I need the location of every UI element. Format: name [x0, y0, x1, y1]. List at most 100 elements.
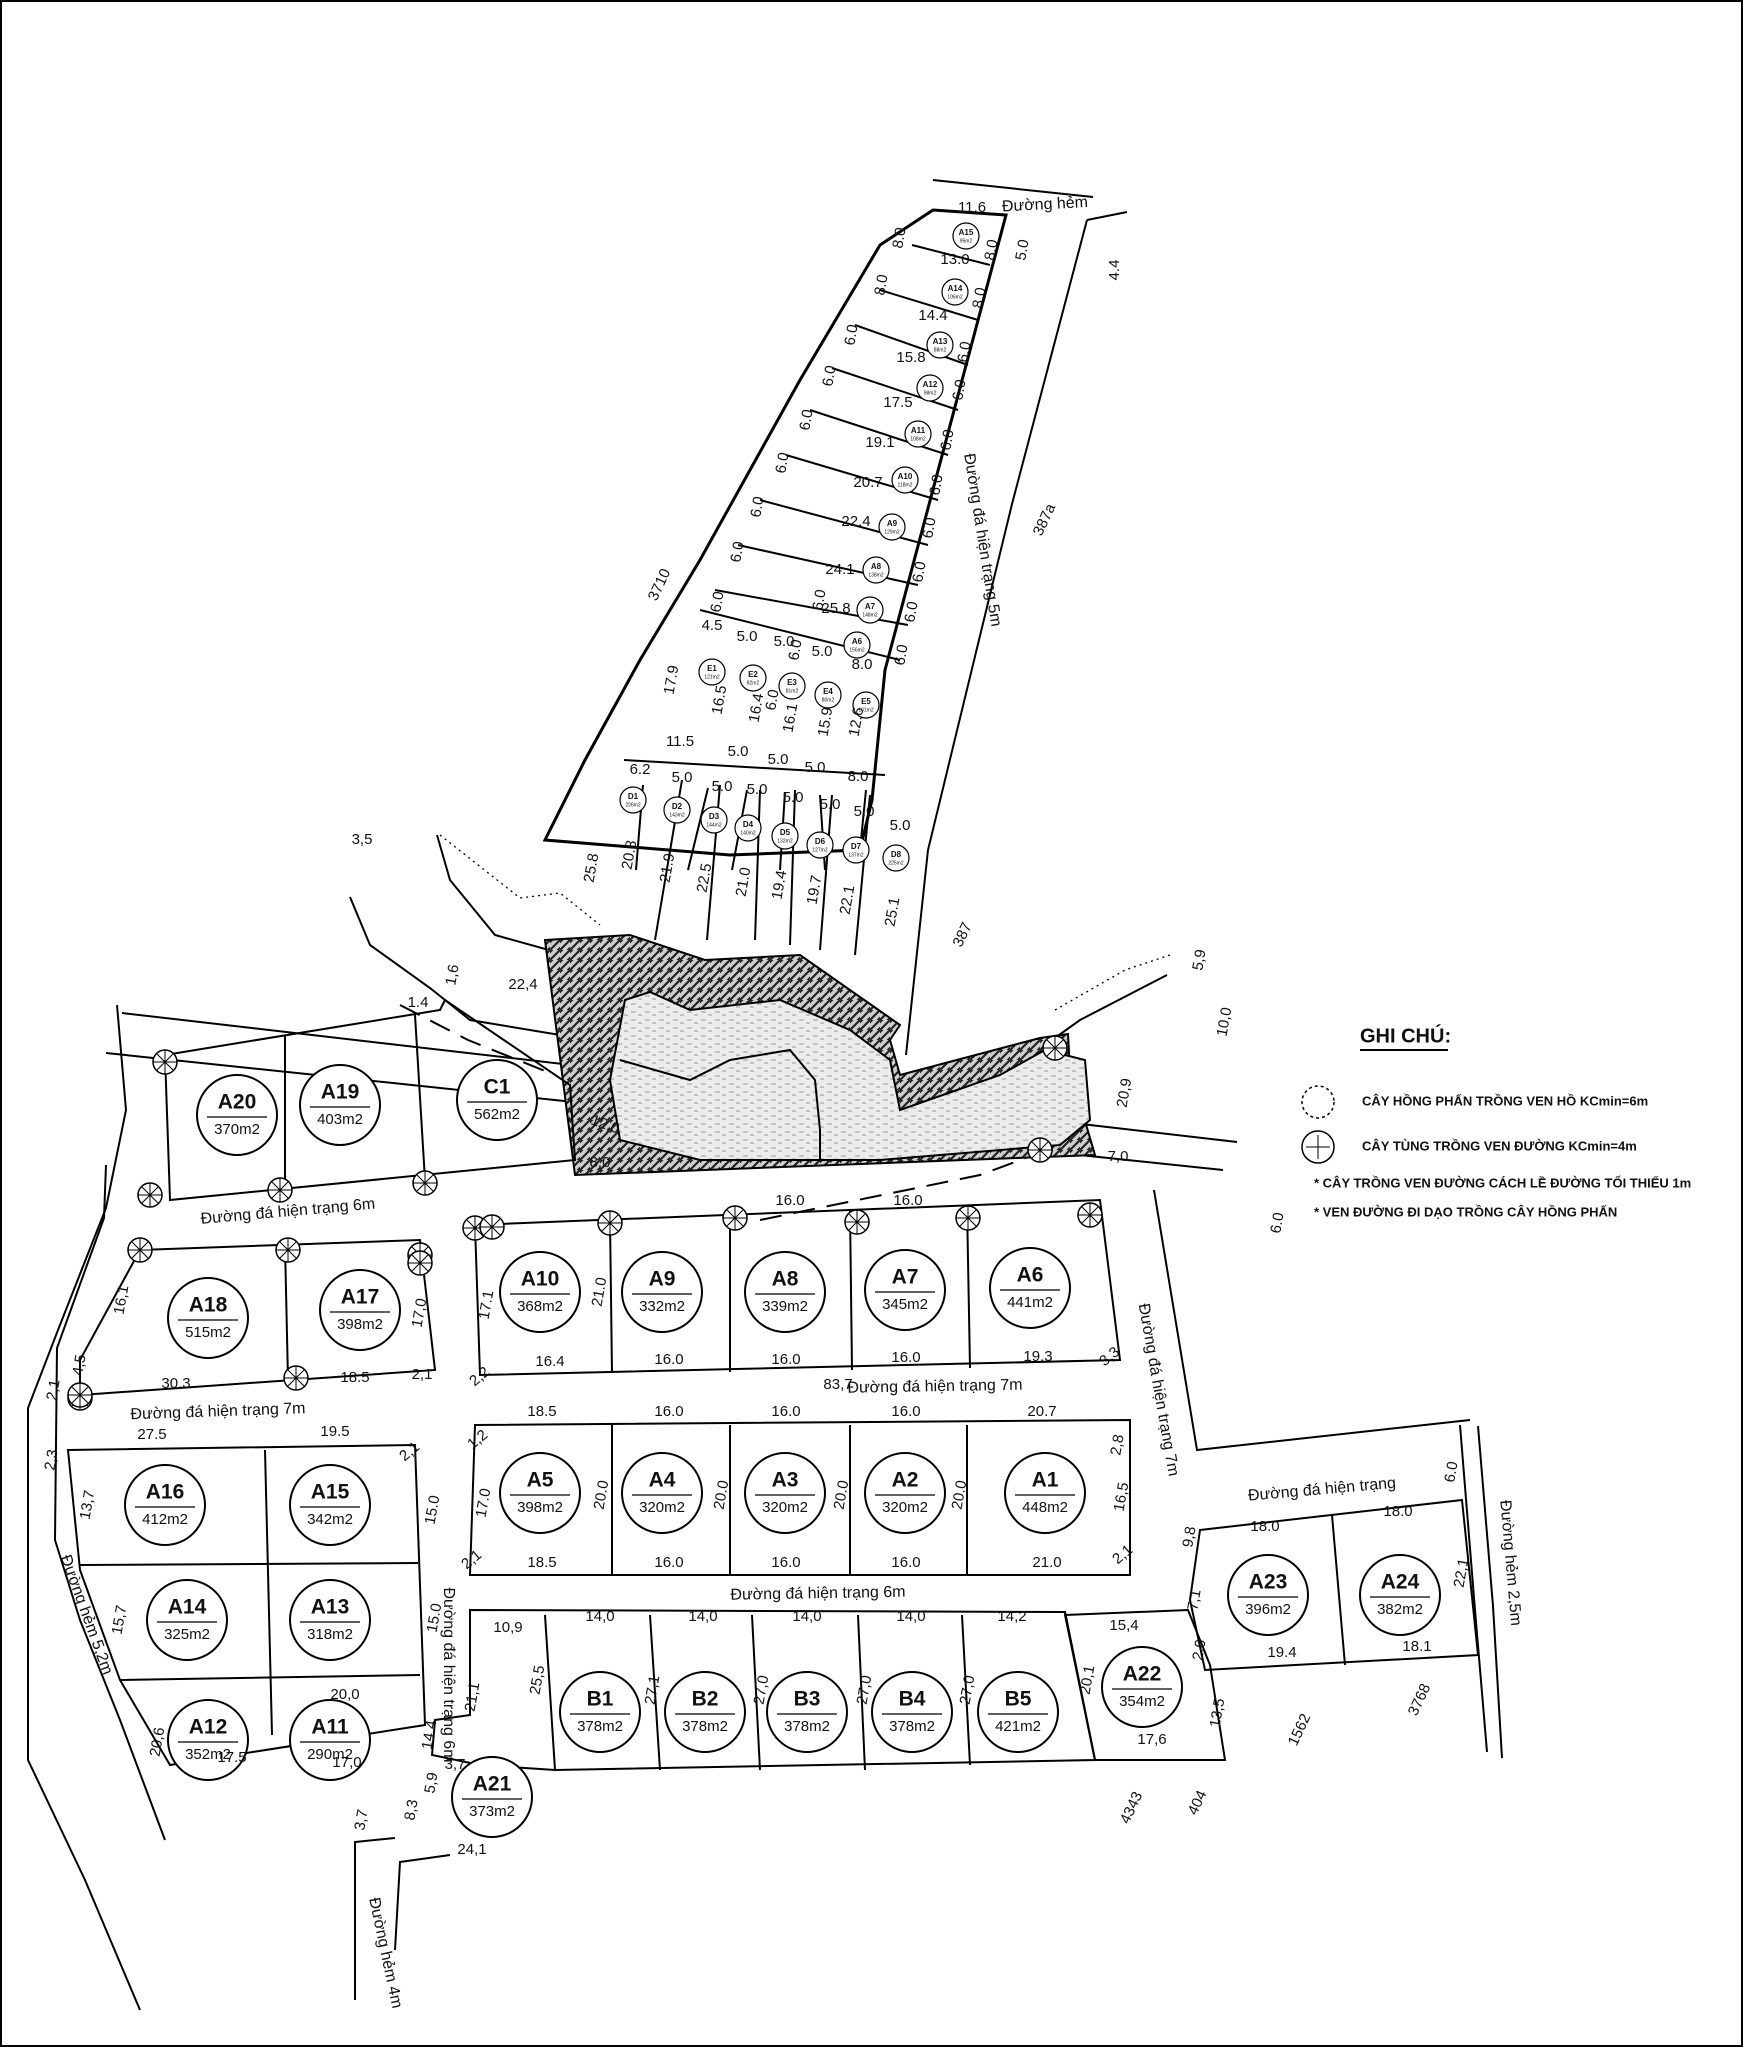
dimension-label: 18.5: [340, 1369, 369, 1386]
lot-area: 412m2: [142, 1511, 188, 1528]
lot-area: 325m2: [164, 1626, 210, 1643]
dimension-label: 8.0: [969, 286, 989, 309]
lot-name: A3: [772, 1469, 799, 1492]
dimension-label: 20,6: [147, 1726, 169, 1758]
dimension-label: 2,1: [396, 1438, 423, 1464]
dimension-label: 20.7: [1027, 1403, 1056, 1420]
dimension-label: 16.0: [654, 1554, 683, 1571]
block-a18-a17-outline: [79, 1238, 437, 1397]
dimension-label: 27,0: [751, 1674, 773, 1706]
lot-name: A22: [1123, 1663, 1162, 1686]
lot-name: A18: [189, 1294, 228, 1317]
dimension-label: 5,9: [1189, 948, 1209, 971]
dimension-label: 8.0: [889, 226, 909, 249]
pine-tree-icon: [407, 1250, 433, 1276]
lot-badge: [167, 1699, 249, 1781]
small-lot-area: 82m2: [747, 680, 760, 686]
lot-area: 396m2: [1245, 1601, 1291, 1618]
small-lot-badge: [891, 466, 919, 494]
dimension-label: 1,2: [464, 1426, 491, 1452]
lot-area: 378m2: [784, 1718, 830, 1735]
dimension-label: 3,7: [351, 1808, 371, 1831]
dimension-label: 8,0: [590, 1154, 611, 1171]
parcel-number: 387a: [1030, 500, 1060, 538]
dimension-label: 17.5: [217, 1749, 246, 1766]
dimension-label: 2,1: [43, 1378, 63, 1401]
road-label-existing-7m-left: Đường đá hiện trạng 7m: [130, 1400, 306, 1423]
dimension-label: 5.0: [820, 796, 841, 813]
lot-area: 398m2: [337, 1316, 383, 1333]
dimension-label: 11.6: [958, 199, 986, 216]
tree-branches: [408, 1251, 432, 1275]
dimension-label: 16.0: [893, 1192, 922, 1209]
dimension-label: 16.0: [771, 1554, 800, 1571]
dimension-label: 15.9: [815, 706, 837, 738]
road-label-existing-6m-vertical: Đường đá hiện trạng 6m: [440, 1587, 457, 1762]
road-alley-4m-west: [354, 1837, 396, 2000]
terrain-contour-1: [439, 834, 601, 926]
road-trees: [67, 1035, 1103, 1411]
dimension-label: 20,9: [1114, 1077, 1136, 1109]
dimension-label: 6.0: [954, 340, 974, 363]
lots-block-a10-a6: [473, 1198, 1122, 1377]
lot-badge: [621, 1251, 703, 1333]
pine-tree-icon: [1027, 1137, 1053, 1163]
lot-name: B3: [794, 1688, 821, 1711]
lot-area: 352m2: [185, 1746, 231, 1763]
lot-name: A4: [649, 1469, 676, 1492]
lot-area: 398m2: [517, 1499, 563, 1516]
dimension-label: 17.1: [476, 1289, 498, 1321]
pink-tree-icon: [1301, 1085, 1335, 1119]
dimension-label: 8,3: [401, 1798, 421, 1821]
small-lot-name: A7: [865, 602, 876, 611]
lot-area: 562m2: [474, 1106, 520, 1123]
tree-branches: [1078, 1203, 1102, 1227]
dimension-label: 19.5: [320, 1423, 349, 1440]
tree-branches: [1043, 1036, 1067, 1060]
dimension-label: 14.4: [918, 307, 947, 324]
lot-badge: [559, 1671, 641, 1753]
dimension-label: 21.9: [657, 852, 679, 884]
parcel-number: 4343: [1117, 1789, 1147, 1826]
dimension-label: 5.0: [890, 817, 911, 834]
dimension-label: 21.0: [733, 866, 755, 898]
north-strip-outline: [542, 208, 1008, 857]
lot-labels: A20370m2A19403m2C1562m2A18515m2A17398m2A…: [124, 1059, 1441, 1838]
dimension-label: 13,7: [77, 1489, 99, 1521]
small-lot-badge: [698, 658, 726, 686]
lot-badge: [871, 1671, 953, 1753]
lot-badge: [766, 1671, 848, 1753]
dimension-label: 5.0: [672, 769, 693, 786]
small-lot-name: A15: [959, 228, 974, 237]
lot-badge: [864, 1452, 946, 1534]
dimension-label: 5.0: [812, 643, 833, 660]
dimension-label: 9,8: [1179, 1525, 1199, 1548]
small-lot-area: 121m2: [704, 674, 720, 680]
dimension-label: 11.5: [666, 733, 694, 750]
dimension-label: 6.0: [707, 590, 727, 613]
legend-symbol-branches: [1306, 1135, 1330, 1159]
pine-tree-icon: [955, 1205, 981, 1231]
lot-badge: [864, 1249, 946, 1331]
dimension-label: 15.0: [422, 1494, 444, 1526]
small-lot-name: A9: [887, 519, 898, 528]
dimension-label: 16.0: [775, 1192, 804, 1209]
small-lot-name: E1: [707, 664, 717, 673]
block-a23-a24-outline: [1188, 1498, 1480, 1672]
lake-area: [543, 933, 1097, 1177]
lots-block-a5-a1: [468, 1418, 1131, 1576]
dimension-label: 24,1: [457, 1841, 486, 1858]
lot-area: 354m2: [1119, 1693, 1165, 1710]
